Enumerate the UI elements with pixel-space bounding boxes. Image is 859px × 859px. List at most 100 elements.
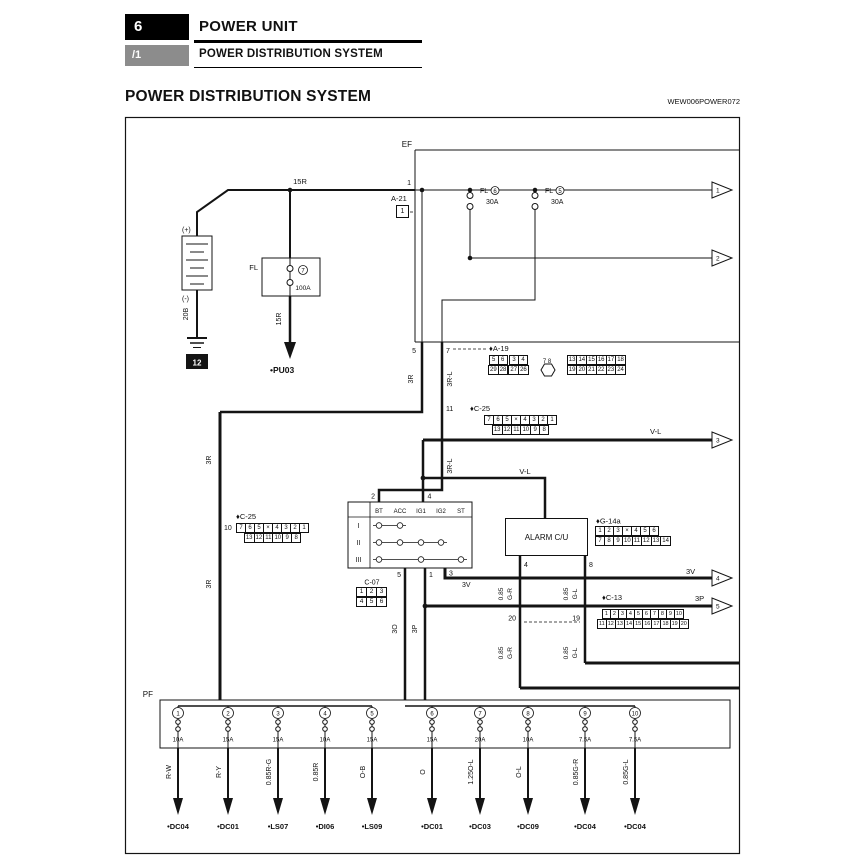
out-dest-2: •DC01 <box>217 822 239 831</box>
wire-vl-run: V-L V-L <box>420 427 712 518</box>
out-dest-5: •LS09 <box>362 822 383 831</box>
section-title: POWER DISTRIBUTION SYSTEM <box>199 48 383 60</box>
exit-2: 2 <box>716 256 720 263</box>
pf-fuse-8-pin: 8 <box>526 711 530 717</box>
ef-internal-wiring: 1 A-21 FL 6 30A FL 5 30A <box>391 180 712 342</box>
wire-label-15r-down: 15R <box>276 313 283 326</box>
sw-col-ig2: IG2 <box>436 509 446 515</box>
sw-col-ig1: IG1 <box>416 509 426 515</box>
a19-mid-pins: 7 8 <box>543 359 552 365</box>
sw-row-1: I <box>358 523 360 530</box>
section-number-box: /1 <box>125 45 189 66</box>
pf-fuse-4: 4 10A 0.85R •DI06 <box>313 706 334 831</box>
pf-fuse-8: 8 10A O-L •DC09 <box>516 706 539 831</box>
a19-pin-7: 7 <box>446 348 450 355</box>
page-title: POWER DISTRIBUTION SYSTEM <box>125 88 372 105</box>
fusible-link-100a: 7 100A FL 15R •PU03 <box>249 187 321 375</box>
exit-4: 4 <box>716 576 720 583</box>
pf-fuse-6: 6 15A O •DC01 <box>420 706 443 831</box>
out-wire-2: R-Y <box>216 766 223 778</box>
wire-label-3v-right: 3V <box>686 567 695 576</box>
pf-fuse-6-pin: 6 <box>430 711 434 717</box>
out-dest-10: •DC04 <box>624 822 647 831</box>
out-dest-1: •DC04 <box>167 822 190 831</box>
connector-pin-cell: 24 <box>615 365 626 375</box>
pf-zone-label: PF <box>143 690 153 699</box>
out-wire-4: 0.85R <box>313 763 320 782</box>
out-wire-9: 0.85G-R <box>573 759 580 785</box>
pf-fuse-4-amp: 10A <box>320 738 331 744</box>
exit-5: 5 <box>716 604 720 611</box>
fl6-name: FL <box>480 188 488 195</box>
sw-col-st: ST <box>457 509 465 515</box>
wire-label-vl-right: V-L <box>650 427 661 436</box>
connector-pin-cell: 1 <box>547 415 557 425</box>
ef-zone-label: EF <box>402 140 412 149</box>
connector-pin-cell: 3 <box>376 587 387 597</box>
alarm-title: ALARM C/U <box>524 532 569 542</box>
out-wire-1: R-W <box>166 765 173 779</box>
wires-3o-3p-3v: 3O 3P 3P 3V 3V <box>392 567 712 706</box>
wire-gr-color-1: G-R <box>507 588 514 600</box>
connector-pin-cell: 4 <box>518 355 529 365</box>
pf-fuse-7: 7 20A 1.25O-L •DC03 <box>468 706 491 831</box>
connector-a21-grid: 1 <box>396 205 409 218</box>
wire-gr-color-2: G-R <box>507 647 514 659</box>
out-dest-3: •LS07 <box>268 822 289 831</box>
page-exit-connectors: 1 2 3 4 5 <box>711 181 734 615</box>
chapter-number-box: 6 <box>125 14 189 40</box>
out-dest-6: •DC01 <box>421 822 443 831</box>
fl5-name: FL <box>545 188 553 195</box>
sw-pin-bot-1: 1 <box>429 572 433 579</box>
connector-pin-cell: 1 <box>299 523 309 533</box>
pf-fuse-9: 9 7.5A 0.85G-R •DC04 <box>573 706 597 831</box>
pf-fuse-6-amp: 15A <box>427 738 438 744</box>
pf-fuse-8-amp: 10A <box>523 738 534 744</box>
c25-top-label: ♦C-25 <box>470 404 490 413</box>
ground-ref-number: 12 <box>193 359 202 368</box>
pf-fuse-3-pin: 3 <box>276 711 280 717</box>
connector-pin-cell: 6 <box>376 597 387 607</box>
out-wire-10: 0.85G-L <box>623 759 630 784</box>
connector-pin-cell: 8 <box>539 425 550 435</box>
wire-label-3r-1: 3R <box>408 375 415 384</box>
alarm-control-unit: ALARM C/U <box>505 518 588 556</box>
fl-main-amp: 100A <box>295 285 311 292</box>
pf-fuse-10-amp: 7.5A <box>629 738 641 744</box>
pf-fuse-10: 10 7.5A 0.85G-L •DC04 <box>623 706 647 831</box>
connector-pin-cell: 28 <box>497 365 509 375</box>
pf-fuse-1: 1 10A R-W •DC04 <box>166 706 190 831</box>
pf-fuse-2-amp: 15A <box>223 738 234 744</box>
exit-3: 3 <box>716 438 720 445</box>
pf-fuse-7-pin: 7 <box>478 711 482 717</box>
fl5-amp: 30A <box>551 199 564 206</box>
wire-gl-size-2: 0.85 <box>563 646 570 659</box>
sw-pin-bot-3: 3 <box>449 571 453 578</box>
pf-fuse-9-amp: 7.5A <box>579 738 591 744</box>
wire-label-3r-2: 3R <box>206 456 213 465</box>
section-number: /1 <box>132 49 142 61</box>
pf-fuse-3: 3 15A 0.85R-G •LS07 <box>266 706 288 831</box>
c13-label: ♦C-13 <box>602 593 622 602</box>
fl6-pin: 6 <box>493 189 497 195</box>
pf-fuse-4-pin: 4 <box>323 711 327 717</box>
pf-fuse-5: 5 15A O-B •LS09 <box>360 706 382 831</box>
battery-plus-label: (+) <box>182 227 191 234</box>
a19-pin-5: 5 <box>412 348 416 355</box>
ef-fuse-box: EF <box>402 140 740 343</box>
pf-fuse-2: 2 15A R-Y •DC01 <box>216 706 239 831</box>
wire-gl-color-2: G-L <box>572 647 579 658</box>
pf-fuse-3-amp: 15A <box>273 738 284 744</box>
junction-19: 19 <box>572 616 580 623</box>
connector-pin-cell: 20 <box>678 619 689 629</box>
out-wire-7: 1.25O-L <box>468 759 475 784</box>
sw-pin-top-2: 2 <box>371 494 375 501</box>
header-rule-thin <box>194 67 422 68</box>
g14a-label: ♦G-14a <box>596 517 622 526</box>
sw-col-bt: BT <box>375 509 383 515</box>
out-wire-8: O-L <box>516 766 523 778</box>
